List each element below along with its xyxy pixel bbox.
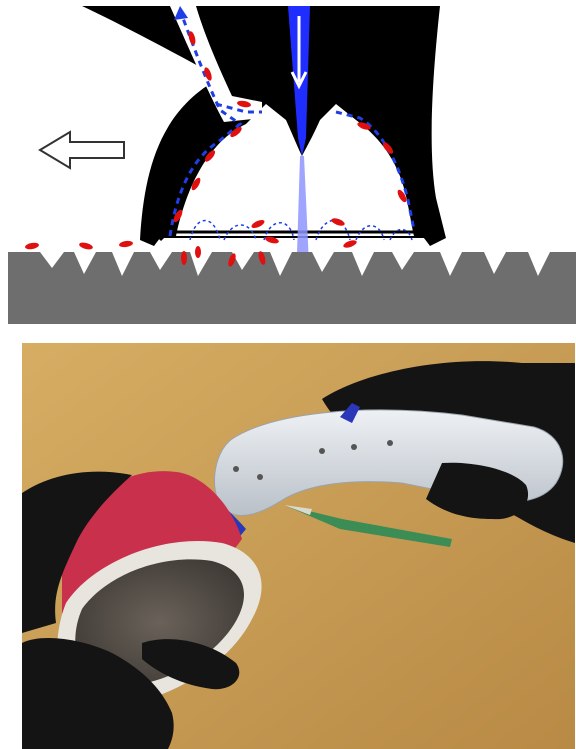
sampling-photo: [22, 343, 575, 749]
device-hole: [233, 466, 239, 472]
device-hole: [257, 474, 263, 480]
device-hole: [351, 444, 357, 450]
motion-direction-arrow-icon: [40, 132, 124, 168]
device-hole: [387, 440, 393, 446]
device-hole: [319, 448, 325, 454]
sampling-diagram: [0, 0, 576, 330]
sampling-photo-svg: [22, 343, 575, 749]
rough-surface: [8, 252, 576, 324]
sampling-diagram-svg: [0, 0, 576, 330]
